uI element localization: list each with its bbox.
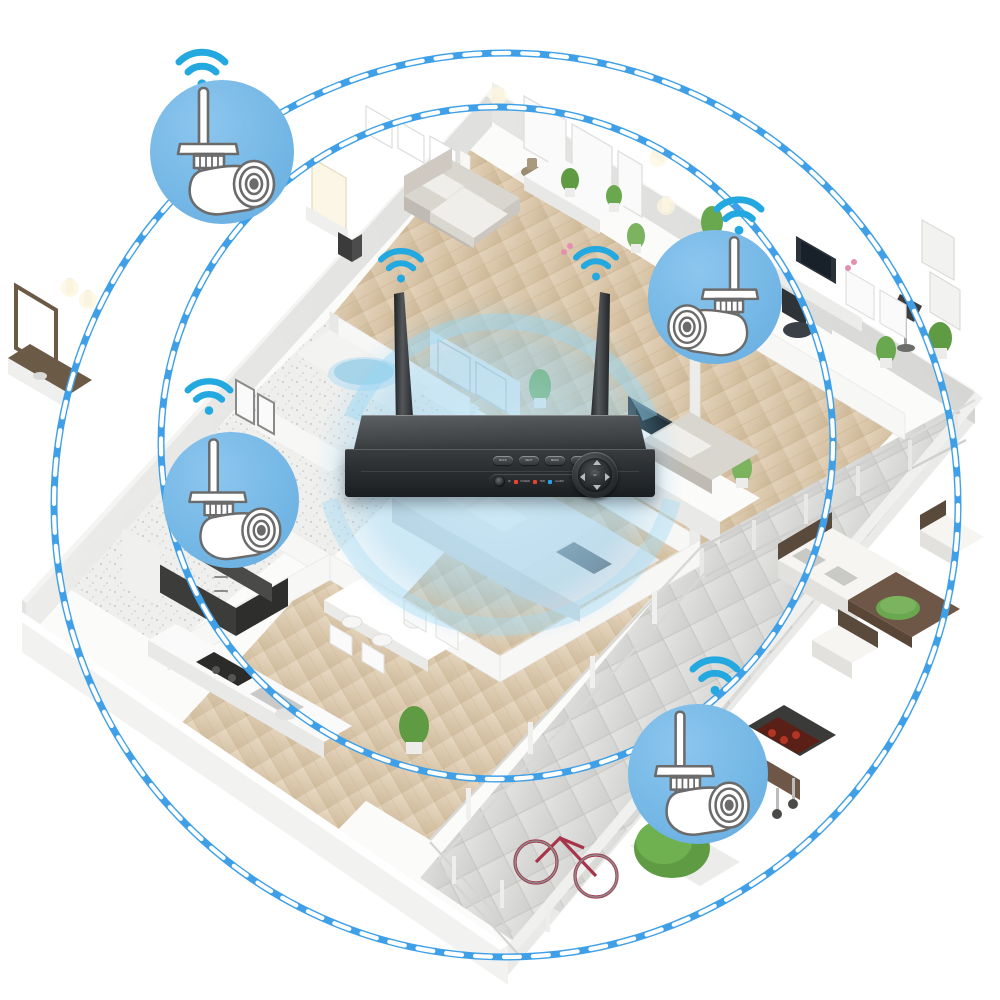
alarm-led	[548, 479, 553, 484]
bullet-camera-icon	[653, 710, 750, 837]
wifi-icon	[184, 378, 234, 415]
bullet-camera-icon	[176, 86, 276, 216]
nav-left-icon[interactable]	[580, 473, 585, 481]
power-label: POWER	[520, 480, 530, 483]
ir-receiver-icon	[494, 476, 505, 487]
nav-down-icon[interactable]	[593, 485, 601, 490]
hdd-led	[532, 479, 537, 484]
power-led	[513, 479, 518, 484]
hdd-label: HDD	[539, 480, 546, 483]
nvr-button-back[interactable]: BACK	[493, 456, 513, 465]
wifi-icon	[713, 196, 765, 235]
nav-right-icon[interactable]	[605, 473, 610, 481]
wifi-icon	[573, 246, 619, 281]
nvr-button-next[interactable]: NEXT	[519, 456, 539, 465]
wifi-icon	[378, 248, 424, 283]
wifi-icon	[689, 656, 741, 695]
nvr-top-cover	[353, 415, 647, 453]
ir-label: IR	[508, 480, 511, 483]
nav-ok-button[interactable]: OK	[590, 470, 600, 480]
nvr-navigation-inner[interactable]: OK	[578, 458, 612, 492]
inner-coverage-ring	[157, 103, 837, 783]
bullet-camera-icon	[667, 236, 760, 357]
outer-coverage-ring	[50, 49, 962, 961]
alarm-label: ALARM	[555, 480, 564, 483]
nvr-wifi-right	[570, 238, 622, 289]
nvr-wifi-left	[375, 240, 427, 291]
nvr-button-menu[interactable]: MENU	[545, 456, 565, 465]
nav-up-icon[interactable]	[593, 460, 601, 465]
nvr-panel-seam	[361, 471, 639, 472]
bullet-camera-icon	[188, 438, 282, 561]
nvr-navigation-pad[interactable]: OK	[572, 452, 618, 498]
